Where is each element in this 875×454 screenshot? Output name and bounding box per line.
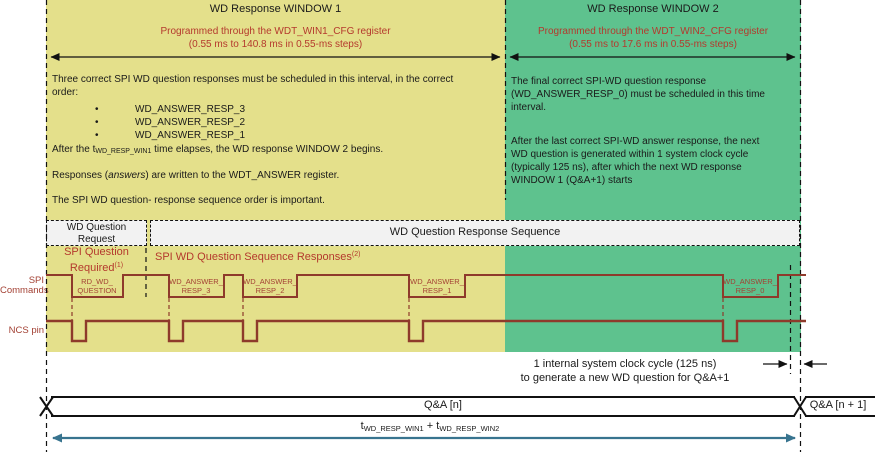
italic-word: answers (108, 170, 146, 181)
request-bar-line2: Request (77, 233, 116, 245)
request-bar-line1: WD Question (66, 222, 127, 233)
window1-paragraph3: Responses (answers) are written to the W… (52, 169, 504, 182)
paragraph-line: The final correct SPI-WD question respon… (511, 76, 707, 87)
bullet-item: • WD_ANSWER_RESP_2 (52, 116, 504, 129)
window2-paragraph2: After the last correct SPI-WD answer res… (511, 135, 798, 187)
window2-register-note-line2: (0.55 ms to 17.6 ms in 0.55-ms steps) (569, 39, 737, 50)
command-line1: RD_WD_ (81, 277, 113, 286)
window1-paragraph1-line2: order: (52, 87, 79, 98)
window1-paragraph1-line1: Three correct SPI WD question responses … (52, 74, 454, 85)
clock-note-line2: to generate a new WD question for Q&A+1 (520, 372, 730, 384)
signal-label-line: Commands (0, 285, 49, 296)
window2-paragraph1: The final correct SPI-WD question respon… (511, 75, 798, 114)
ncs-pin-signal-label: NCS pin (8, 325, 44, 336)
command-line2: RESP_0 (735, 286, 765, 295)
paragraph-text: After the t (52, 144, 96, 155)
section-label-text: SPI WD Question Sequence Responses (155, 251, 352, 263)
command-line1: WD_ANSWER_ (243, 277, 297, 286)
signal-label-line: SPI (28, 275, 44, 286)
spi-command-label: WD_ANSWER_RESP_0 (718, 277, 782, 295)
bullet-dot: • (95, 130, 99, 141)
clock-cycle-note: 1 internal system clock cycle (125 ns) t… (475, 357, 775, 385)
section-label-line: Required(1) (46, 259, 147, 275)
window1-paragraph2: After the tWD_RESP_WIN1 time elapses, th… (52, 143, 504, 158)
t-subscript2: WD_RESP_WIN2 (439, 424, 500, 433)
paragraph-line: WINDOW 1 (Q&A+1) starts (511, 175, 633, 186)
section-label-text: Required (69, 262, 115, 274)
command-line2: QUESTION (77, 286, 117, 295)
wd-question-response-sequence-bar: WD Question Response Sequence (150, 220, 800, 246)
spi-command-label: WD_ANSWER_RESP_2 (238, 277, 302, 295)
bullet-label: WD_ANSWER_RESP_1 (135, 130, 246, 141)
command-line1: WD_ANSWER_ (723, 277, 777, 286)
bullet-label: WD_ANSWER_RESP_2 (135, 117, 246, 128)
paragraph-line: (typically 125 ns), after which the next… (511, 162, 742, 173)
footnote-marker: (1) (114, 262, 124, 269)
spi-command-label: RD_WD_QUESTION (65, 277, 129, 295)
spi-sequence-responses-label: SPI WD Question Sequence Responses(2) (155, 251, 360, 263)
bullet-dot: • (95, 117, 99, 128)
subscript: WD_RESP_WIN1 (95, 148, 152, 155)
paragraph-line: (WD_ANSWER_RESP_0) must be scheduled in … (511, 89, 765, 100)
paragraph-text: time elapses, the WD response WINDOW 2 b… (151, 144, 384, 155)
bullet-dot: • (95, 104, 99, 115)
footnote-marker: (2) (351, 251, 361, 258)
t-plus: + t (423, 420, 440, 432)
paragraph-line: WD question is generated within 1 system… (511, 149, 749, 160)
bullet-item: • WD_ANSWER_RESP_1 (52, 129, 504, 142)
paragraph-text: Responses ( (52, 170, 109, 181)
window1-register-note-line2: (0.55 ms to 140.8 ms in 0.55-ms steps) (188, 39, 363, 50)
command-line1: WD_ANSWER_ (410, 277, 464, 286)
spi-commands-signal-label: SPI Commands (0, 275, 49, 296)
paragraph-line: After the last correct SPI-WD answer res… (511, 136, 760, 147)
bullet-label: WD_ANSWER_RESP_3 (135, 104, 246, 115)
paragraph-text: ) are written to the WDT_ANSWER register… (145, 170, 340, 181)
command-line2: RESP_2 (255, 286, 285, 295)
window2-title: WD Response WINDOW 2 (587, 3, 719, 15)
spi-command-label: WD_ANSWER_RESP_1 (405, 277, 469, 295)
clock-note-line1: 1 internal system clock cycle (125 ns) (533, 358, 717, 370)
command-line1: WD_ANSWER_ (169, 277, 223, 286)
bullet-item: • WD_ANSWER_RESP_3 (52, 103, 504, 116)
spi-command-label: WD_ANSWER_RESP_3 (164, 277, 228, 295)
t-subscript1: WD_RESP_WIN1 (363, 424, 424, 433)
spi-question-required-label: SPI Question Required(1) (46, 246, 147, 275)
window1-title: WD Response WINDOW 1 (209, 3, 342, 15)
wd-question-request-bar: WD Question Request (46, 220, 147, 246)
section-label-line: SPI Question (64, 246, 129, 258)
qa-n-plus-1-label: Q&A [n + 1] (809, 399, 867, 411)
window1-paragraph4: The SPI WD question- response sequence o… (52, 195, 325, 206)
paragraph-line: interval. (511, 102, 547, 113)
qa-n-label: Q&A [n] (424, 399, 462, 411)
window2-register-note-line1: Programmed through the WDT_WIN2_CFG regi… (537, 26, 769, 37)
command-line2: RESP_3 (181, 286, 211, 295)
t-wd-resp-label: tWD_RESP_WIN1 + tWD_RESP_WIN2 (330, 420, 530, 433)
window1-register-note-line1: Programmed through the WDT_WIN1_CFG regi… (160, 26, 391, 37)
command-line2: RESP_1 (422, 286, 452, 295)
window1-paragraph1: Three correct SPI WD question responses … (52, 73, 504, 142)
